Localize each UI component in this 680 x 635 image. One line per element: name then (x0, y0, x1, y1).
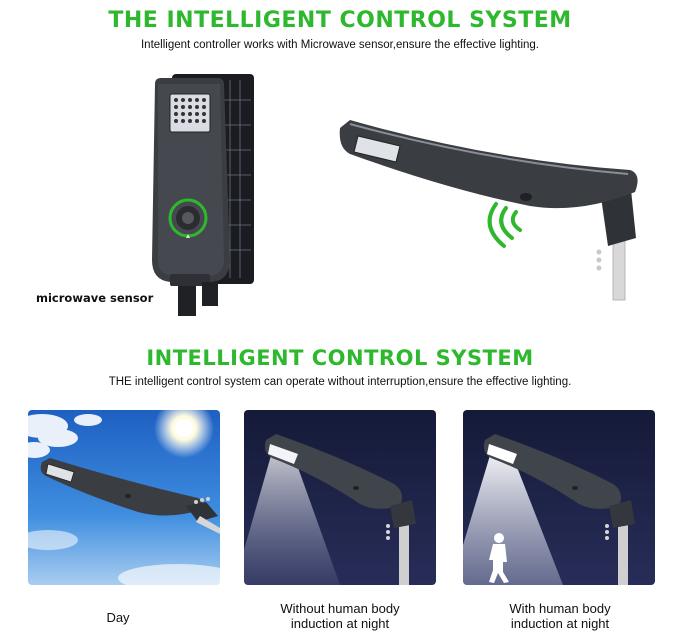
night-no-human-scene-image (244, 410, 436, 585)
section2-title: INTELLIGENT CONTROL SYSTEM (146, 346, 534, 370)
section1-subtitle: Intelligent controller works with Microw… (140, 39, 539, 51)
section1-title: THE INTELLIGENT CONTROL SYSTEM (108, 8, 572, 33)
walking-person-icon (489, 533, 509, 583)
caption-day-text: Day (106, 610, 130, 625)
night-with-human-scene-image (463, 410, 655, 585)
caption-night-with-human: With human body induction at night (460, 601, 660, 631)
section2-subtitle: THE intelligent control system can opera… (108, 376, 572, 388)
microwave-sensor-label: microwave sensor (36, 291, 154, 305)
caption-line2: induction at night (290, 616, 390, 631)
caption-line1: With human body (509, 601, 611, 616)
day-scene-image (28, 410, 220, 585)
microwave-signal-icon (487, 202, 522, 248)
lamp-side-view-image (330, 110, 650, 310)
lamp-underside-image (120, 70, 280, 320)
caption-day: Day (28, 610, 208, 625)
caption-line2: induction at night (510, 616, 610, 631)
caption-night-no-human: Without human body induction at night (244, 601, 436, 631)
caption-line1: Without human body (280, 601, 400, 616)
